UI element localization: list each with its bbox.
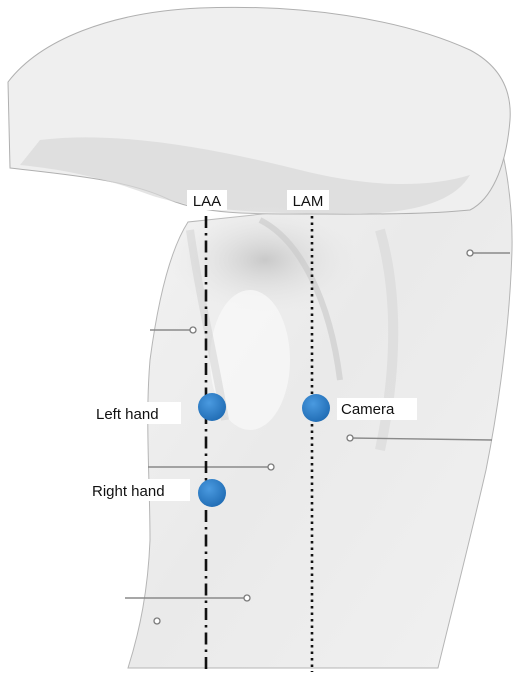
right-hand-port-marker	[198, 479, 226, 507]
right-hand-label: Right hand	[92, 483, 165, 500]
camera-label: Camera	[341, 401, 395, 418]
leader-end	[154, 618, 160, 624]
lam-label: LAM	[293, 193, 324, 210]
leader-end	[268, 464, 274, 470]
left-hand-label: Left hand	[96, 406, 159, 423]
laa-label: LAA	[193, 193, 221, 210]
leader-end	[244, 595, 250, 601]
leader-end	[347, 435, 353, 441]
leader-end	[190, 327, 196, 333]
leader-end	[467, 250, 473, 256]
left-hand-port-marker	[198, 393, 226, 421]
camera-port-marker	[302, 394, 330, 422]
